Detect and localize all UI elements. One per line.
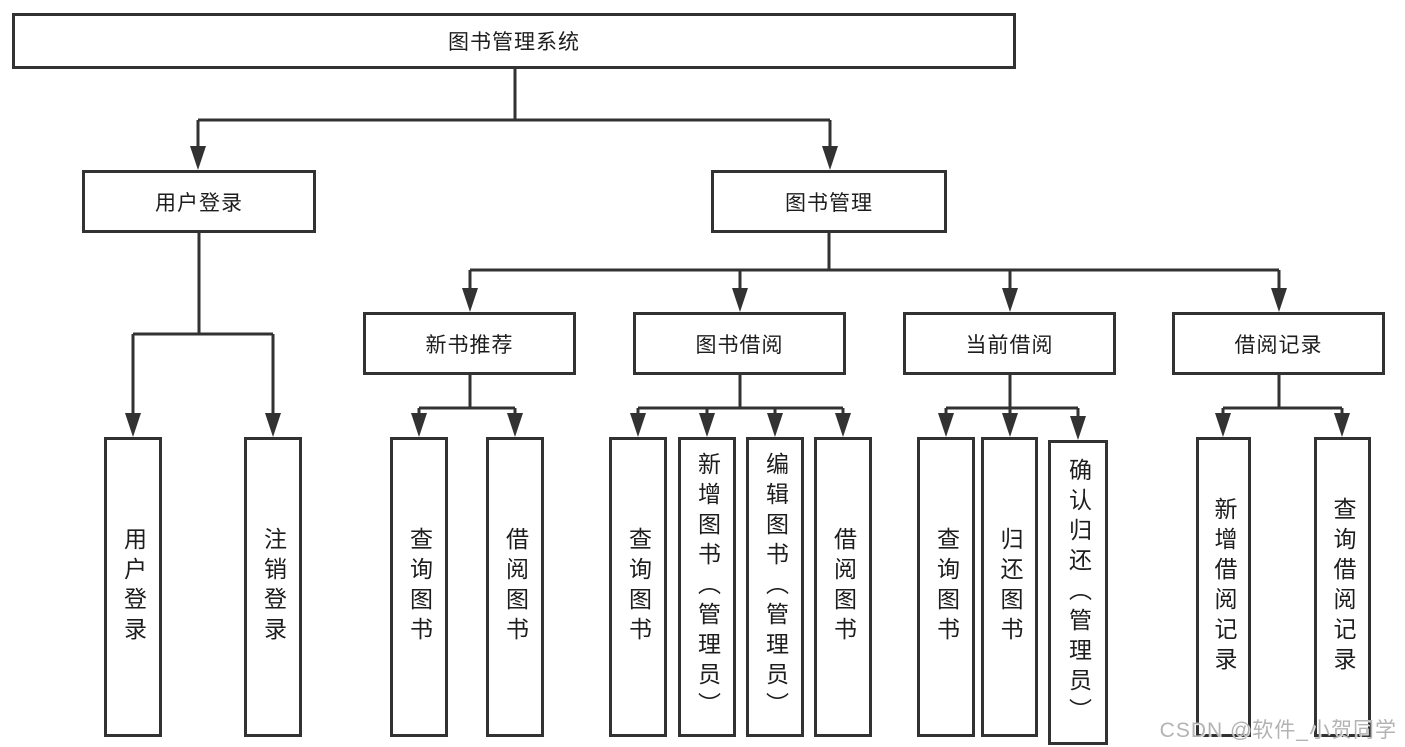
connector-newbook-to-leaves	[411, 375, 523, 437]
connector-current-to-leaves	[938, 375, 1086, 440]
node-label: 用户登录	[120, 527, 147, 647]
node-label: 编辑图书（管理员）	[762, 452, 789, 722]
connector-records-to-leaves	[1215, 375, 1350, 437]
node-label: 图书管理系统	[448, 31, 580, 54]
node-label: 查询图书	[933, 527, 960, 647]
node-label: 图书管理	[785, 191, 873, 215]
node-user-login: 用户登录	[82, 170, 316, 233]
node-label: 注销登录	[260, 527, 287, 647]
node-label: 新书推荐	[425, 333, 514, 357]
node-label: 确认归还（管理员）	[1065, 457, 1092, 728]
leaf-query-books-current: 查询图书	[917, 437, 975, 737]
connector-root-to-level2	[190, 68, 838, 170]
connector-borrow-to-leaves	[630, 375, 851, 437]
leaf-query-books-borrow: 查询图书	[609, 437, 667, 737]
leaf-return-book: 归还图书	[981, 437, 1038, 737]
node-label: 新增图书（管理员）	[694, 452, 721, 722]
leaf-borrow-books-recommend: 借阅图书	[486, 437, 544, 737]
node-label: 当前借阅	[965, 333, 1054, 357]
leaf-query-borrow-record: 查询借阅记录	[1314, 437, 1371, 737]
node-label: 查询借阅记录	[1330, 497, 1356, 677]
node-label: 用户登录	[155, 191, 243, 215]
leaf-borrow-books: 借阅图书	[814, 437, 872, 737]
node-root-library-system: 图书管理系统	[12, 13, 1016, 69]
node-label: 查询图书	[406, 527, 433, 647]
leaf-confirm-return-admin: 确认归还（管理员）	[1048, 440, 1108, 745]
node-label: 借阅图书	[830, 527, 857, 647]
leaf-query-books-recommend: 查询图书	[390, 437, 448, 737]
node-label: 借阅图书	[502, 527, 529, 647]
node-label: 借阅记录	[1234, 333, 1323, 357]
leaf-logout: 注销登录	[244, 437, 302, 737]
leaf-add-borrow-record: 新增借阅记录	[1196, 437, 1251, 737]
leaf-user-login: 用户登录	[104, 437, 162, 737]
node-current-borrow: 当前借阅	[903, 312, 1116, 375]
node-new-book-recommend: 新书推荐	[363, 312, 576, 375]
node-label: 归还图书	[997, 527, 1023, 647]
node-book-management: 图书管理	[711, 170, 947, 233]
node-borrow-records: 借阅记录	[1172, 312, 1385, 375]
connector-bookmgmt-to-level3	[462, 233, 1287, 312]
leaf-add-book-admin: 新增图书（管理员）	[678, 437, 736, 737]
node-book-borrow: 图书借阅	[633, 312, 846, 375]
csdn-watermark: CSDN @软件_小贺同学	[1159, 719, 1397, 742]
node-label: 图书借阅	[695, 333, 784, 357]
connector-userlogin-to-leaves	[125, 233, 281, 437]
node-label: 查询图书	[625, 527, 652, 647]
node-label: 新增借阅记录	[1211, 497, 1237, 677]
leaf-edit-book-admin: 编辑图书（管理员）	[746, 437, 804, 737]
